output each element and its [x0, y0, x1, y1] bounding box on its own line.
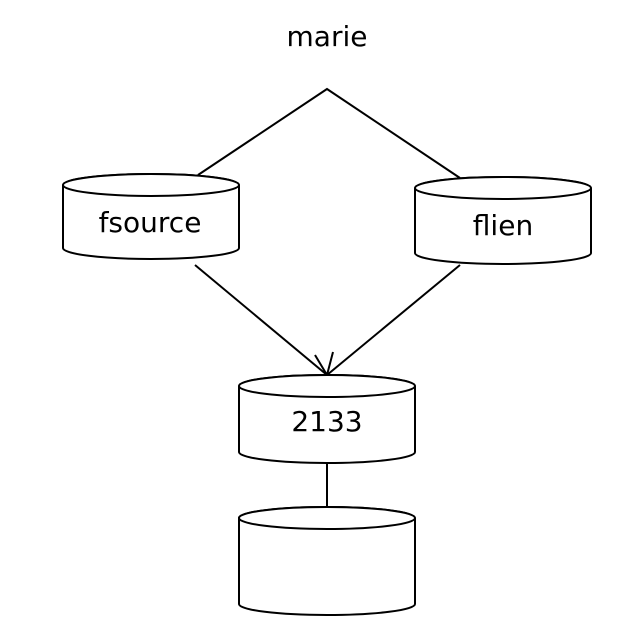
- edge-marie-to-children: [197, 87, 461, 179]
- node-flien: flien: [414, 176, 592, 265]
- edge-flien-to-2133: [326, 264, 461, 376]
- node-fsource: fsource: [62, 173, 240, 260]
- edge-fsource-to-2133: [194, 264, 328, 376]
- root-label: marie: [287, 20, 368, 53]
- node-fsource-label: fsource: [99, 206, 202, 239]
- node-2133: 2133: [238, 374, 416, 464]
- node-bottom: [238, 506, 416, 616]
- node-2133-label: 2133: [291, 405, 362, 438]
- node-flien-label: flien: [473, 209, 533, 242]
